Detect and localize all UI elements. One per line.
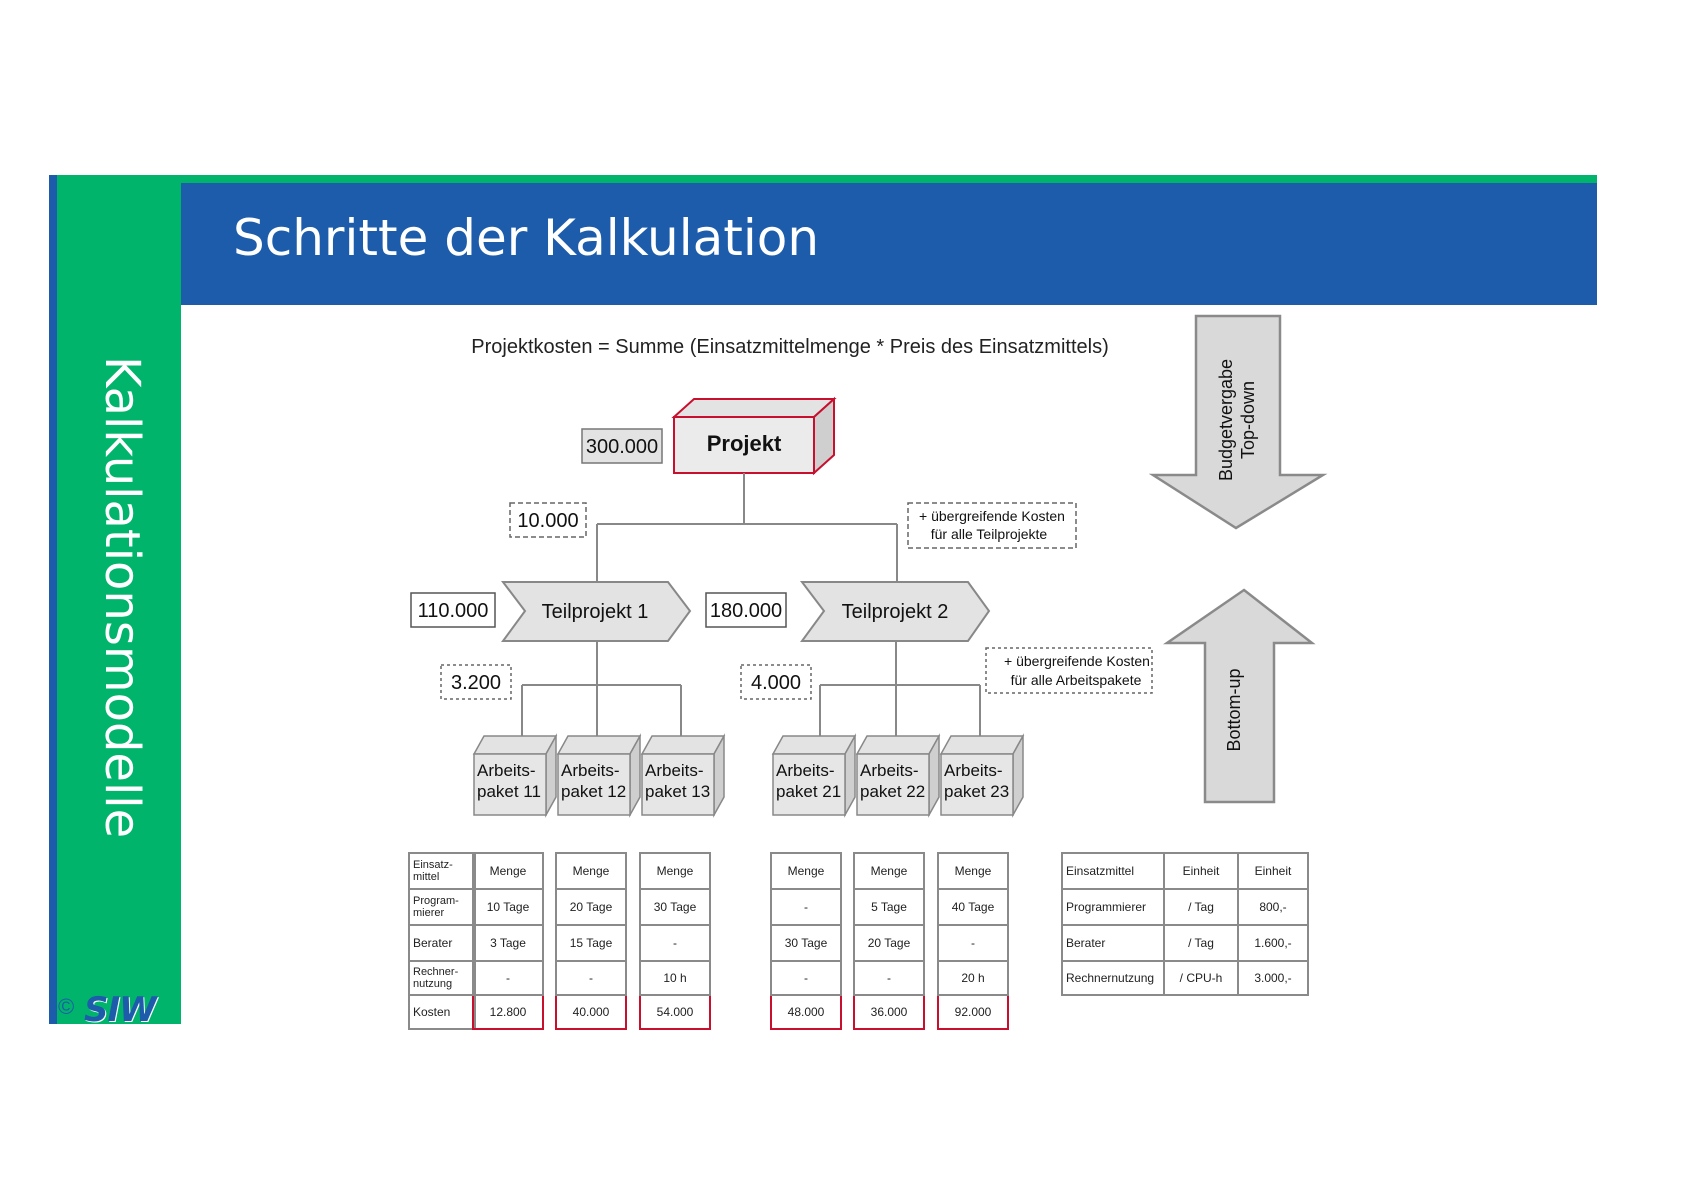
top-down-label: Budgetvergabe Top-down [1216, 359, 1258, 481]
label-programmierer: Program-mierer [408, 888, 476, 926]
packages-overhead-note-line1: + übergreifende Kosten [1004, 653, 1150, 669]
connector-lines-packages [521, 641, 981, 736]
cost-table-labels: Einsatz-mittel Program-mierer Berater Re… [408, 852, 476, 1030]
overall-overhead-note-box [907, 502, 1077, 549]
projekt-value-box [581, 428, 663, 464]
packages-overhead-note-line2: für alle Arbeitspakete [1011, 672, 1142, 688]
teilprojekt1-value-box [410, 592, 496, 628]
teilprojekt1-overhead-box [440, 664, 512, 700]
cost-table-22: Menge 5 Tage 20 Tage - 36.000 [853, 852, 925, 1030]
teilprojekt1-label: Teilprojekt 1 [542, 601, 649, 623]
siw-logo: © SIW [58, 990, 182, 1030]
overall-overhead-note-line1: + übergreifende Kosten [919, 508, 1065, 524]
svg-text:Budgetvergabe: Budgetvergabe [1216, 359, 1236, 481]
teilprojekt1-node [500, 581, 692, 642]
overall-overhead-note-line2: für alle Teilprojekte [931, 526, 1048, 542]
svg-text:paket 21: paket 21 [776, 782, 841, 801]
cost-table-12: Menge 20 Tage 15 Tage - 40.000 [555, 852, 627, 1030]
svg-text:Arbeits-: Arbeits- [645, 761, 704, 780]
logo-text: SIW [84, 990, 157, 1030]
kosten-value: 54.000 [639, 994, 711, 1030]
arbeitspaket-22: Arbeits- paket 22 [855, 733, 941, 818]
projekt-node: Projekt [671, 396, 837, 476]
svg-text:paket 12: paket 12 [561, 782, 626, 801]
connector-lines-top [596, 473, 898, 582]
teilprojekt2-value-box [705, 592, 787, 628]
arbeitspaket-13: Arbeits- paket 13 [640, 733, 726, 818]
teilprojekt2-value: 180.000 [710, 600, 782, 622]
svg-text:Arbeits-: Arbeits- [944, 761, 1003, 780]
price-header-einheit: Einheit [1163, 852, 1239, 890]
svg-text:paket 11: paket 11 [477, 782, 541, 801]
teilprojekt2-label: Teilprojekt 2 [842, 601, 949, 623]
arbeitspaket-12: Arbeits- paket 12 [556, 733, 642, 818]
overall-overhead-value: 10.000 [517, 510, 578, 532]
arbeitspaket-21: Arbeits- paket 21 [771, 733, 857, 818]
teilprojekt1-overhead: 3.200 [451, 672, 501, 694]
price-header-einsatzmittel: Einsatzmittel [1061, 852, 1165, 890]
kosten-value: 48.000 [770, 994, 842, 1030]
page-title: Schritte der Kalkulation [233, 209, 820, 267]
kosten-value: 36.000 [853, 994, 925, 1030]
svg-text:paket 23: paket 23 [944, 782, 1009, 801]
overall-overhead-box [509, 502, 587, 538]
kosten-value: 92.000 [937, 994, 1009, 1030]
svg-text:Bottom-up: Bottom-up [1224, 668, 1244, 751]
sidebar-accent-bar [49, 175, 57, 1024]
svg-text:Top-down: Top-down [1238, 381, 1258, 459]
bottom-up-arrow [1162, 588, 1316, 804]
top-down-arrow [1148, 314, 1328, 530]
svg-text:paket 13: paket 13 [645, 782, 710, 801]
svg-text:paket 22: paket 22 [860, 782, 925, 801]
cost-table-13: Menge 30 Tage - 10 h 54.000 [639, 852, 711, 1030]
arbeitspaket-23: Arbeits- paket 23 [939, 733, 1025, 818]
teilprojekt2-overhead-box [740, 664, 812, 700]
svg-text:Arbeits-: Arbeits- [561, 761, 620, 780]
projekt-label: Projekt [707, 431, 782, 456]
header-top-line [181, 175, 1597, 183]
sidebar [49, 175, 181, 1024]
projekt-value: 300.000 [586, 436, 658, 458]
cost-table-11: Menge 10 Tage 3 Tage - 12.800 [472, 852, 544, 1030]
price-header-preis: Einheit [1237, 852, 1309, 890]
kosten-value: 12.800 [472, 994, 544, 1030]
label-kosten: Kosten [408, 994, 476, 1030]
cost-table-21: Menge - 30 Tage - 48.000 [770, 852, 842, 1030]
header-bar: Schritte der Kalkulation [181, 183, 1597, 305]
cost-table-23: Menge 40 Tage - 20 h 92.000 [937, 852, 1009, 1030]
price-table: Einsatzmittel Einheit Einheit Programmie… [1061, 852, 1309, 996]
svg-text:Arbeits-: Arbeits- [860, 761, 919, 780]
label-rechnernutzung: Rechner-nutzung [408, 960, 476, 996]
label-berater: Berater [408, 924, 476, 962]
teilprojekt2-node [799, 581, 991, 642]
bottom-up-label: Bottom-up [1224, 668, 1244, 751]
teilprojekt1-value: 110.000 [418, 600, 489, 622]
svg-text:Arbeits-: Arbeits- [776, 761, 835, 780]
copyright-symbol: © [58, 994, 75, 1019]
svg-text:Arbeits-: Arbeits- [477, 761, 536, 780]
packages-overhead-note-box [985, 647, 1153, 694]
kosten-value: 40.000 [555, 994, 627, 1030]
arbeitspaket-11: Arbeits- paket 11 [472, 733, 558, 818]
teilprojekt2-overhead: 4.000 [751, 672, 801, 694]
label-einsatzmittel: Einsatz-mittel [408, 852, 476, 890]
formula-text: Projektkosten = Summe (Einsatzmittelmeng… [471, 336, 1108, 358]
